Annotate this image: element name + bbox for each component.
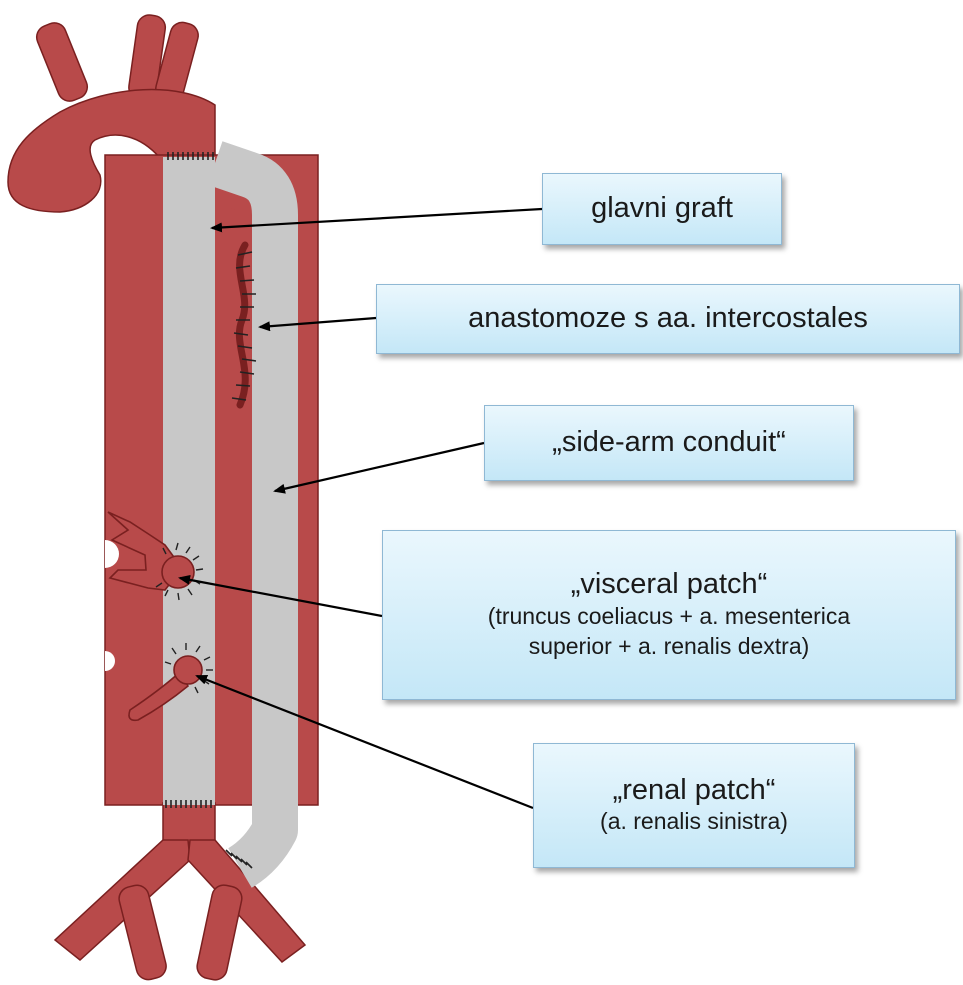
right-internal-iliac <box>117 883 169 982</box>
label-side-arm: „side-arm conduit“ <box>484 405 854 481</box>
label-visceral: „visceral patch“ (truncus coeliacus + a.… <box>382 530 956 700</box>
label-renal-title: „renal patch“ <box>613 774 776 807</box>
label-intercostal: anastomoze s aa. intercostales <box>376 284 960 354</box>
left-internal-iliac <box>195 883 244 982</box>
label-visceral-line2: superior + a. renalis dextra) <box>529 632 810 662</box>
brachiocephalic-trunk <box>33 19 91 104</box>
label-renal-line1: (a. renalis sinistra) <box>600 807 788 837</box>
label-side-arm-title: „side-arm conduit“ <box>552 426 786 459</box>
label-visceral-line1: (truncus coeliacus + a. mesenterica <box>488 602 850 632</box>
label-renal: „renal patch“ (a. renalis sinistra) <box>533 743 855 868</box>
main-graft-tube <box>163 157 215 805</box>
label-intercostal-title: anastomoze s aa. intercostales <box>468 302 868 335</box>
label-visceral-title: „visceral patch“ <box>571 568 768 601</box>
label-main-graft: glavni graft <box>542 173 782 245</box>
label-main-graft-title: glavni graft <box>591 192 733 225</box>
